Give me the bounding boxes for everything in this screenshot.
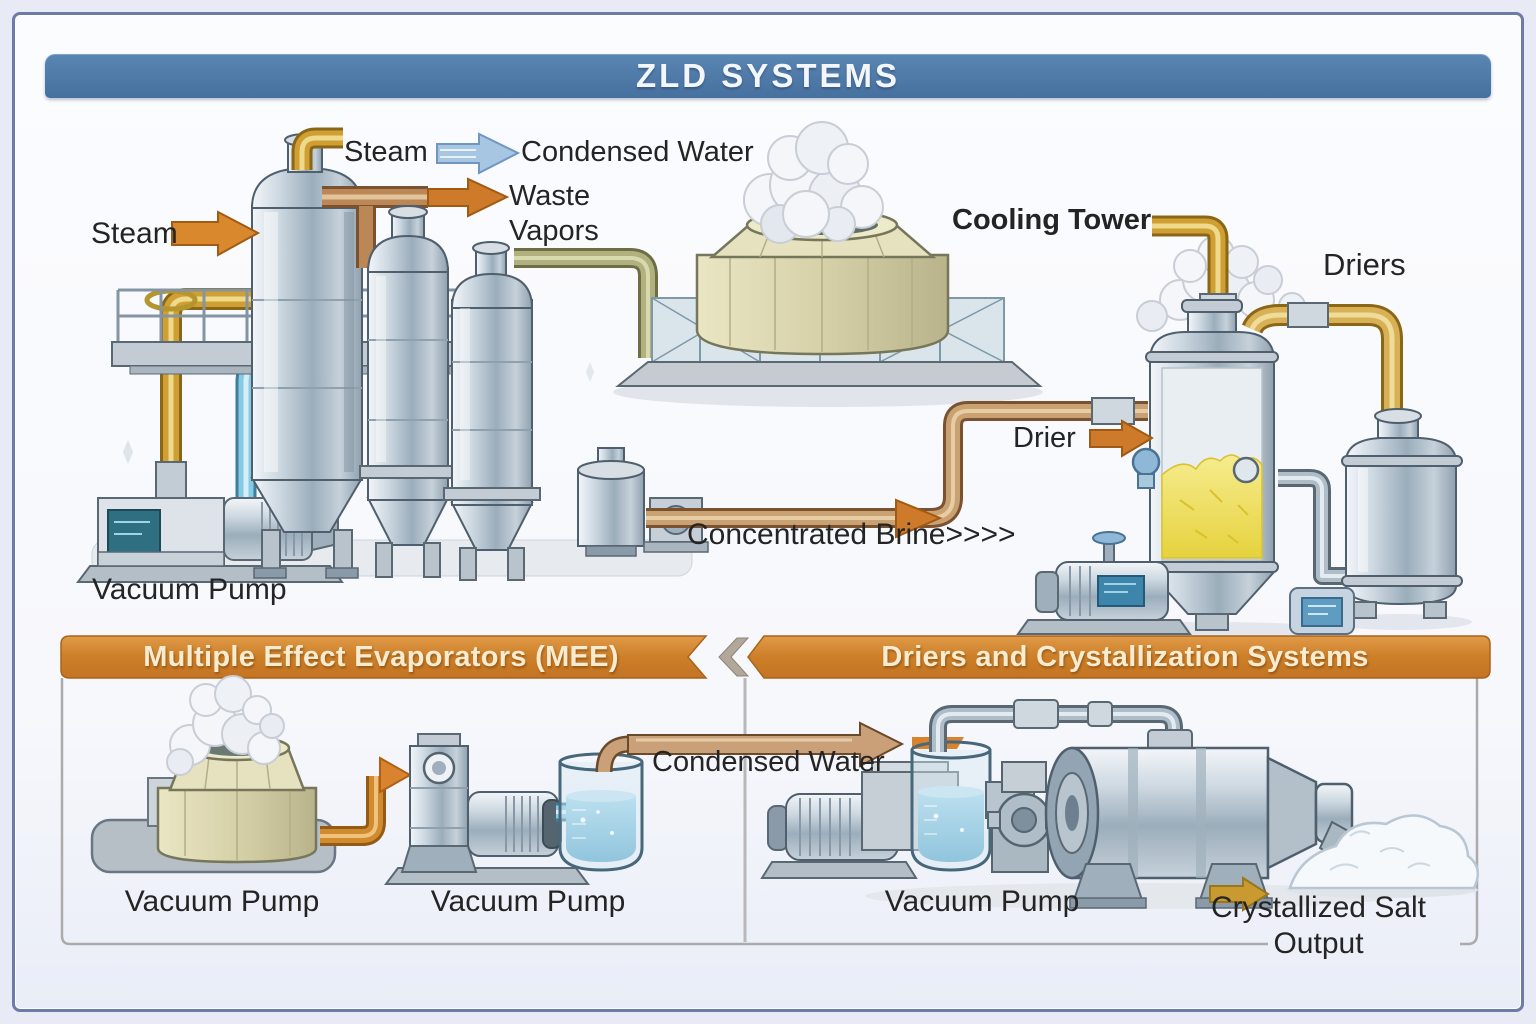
bl-cooling-tower — [90, 734, 337, 874]
drier-valve-icon — [1131, 447, 1161, 477]
waste-vapor-pipe — [322, 186, 428, 268]
evaporator-vessel-2 — [359, 205, 457, 578]
sparkle-icon — [123, 440, 133, 464]
label-condensed-water-bottom: Condensed Water — [652, 746, 885, 778]
sparkle-icon — [586, 362, 594, 382]
br-gear-pump — [985, 761, 1061, 873]
page-title: ZLD SYSTEMS — [635, 57, 901, 94]
label-vacuum-pump-main: Vacuum Pump — [92, 573, 287, 606]
pump-display — [107, 509, 161, 555]
steam-arrow-icon — [171, 210, 261, 257]
steam-cloud-drier — [1136, 235, 1306, 332]
label-condensed-water-top: Condensed Water — [521, 136, 754, 168]
label-steam-out: Steam — [344, 136, 428, 168]
bottom-box-outline — [60, 678, 1268, 946]
label-crystallized-salt: Crystallized Salt Output — [1210, 891, 1427, 960]
header-chevron-icon — [718, 637, 750, 677]
dcs-header-title: Driers and Crystallization Systems — [881, 640, 1369, 673]
vapor-pipe-olive — [514, 248, 658, 358]
label-drier: Drier — [1013, 422, 1076, 454]
secondary-blue-pump — [1289, 587, 1355, 635]
secondary-vessel-pipes — [1278, 469, 1352, 585]
condensed-water-arrow-icon — [436, 132, 521, 175]
evaporator-vessel-3 — [443, 241, 541, 581]
br-pipe — [929, 699, 1183, 756]
salt-crystals-fill — [1161, 454, 1263, 559]
label-waste-vapors: Waste Vapors — [509, 180, 599, 247]
drier-vessel — [1082, 299, 1342, 638]
drier-arrow-icon — [1089, 419, 1154, 458]
label-cooling-tower: Cooling Tower — [952, 204, 1152, 236]
label-steam-inlet: Steam — [91, 217, 178, 250]
bl-orange-pipe — [320, 776, 386, 846]
label-vacuum-pump-right: Vacuum Pump — [884, 885, 1080, 918]
drier-gold-pipe — [1241, 302, 1403, 418]
label-driers: Driers — [1323, 247, 1406, 282]
sight-glass-icon — [1232, 456, 1260, 484]
title-bar: ZLD SYSTEMS — [45, 54, 1491, 98]
steam-cloud-bl — [166, 675, 285, 776]
bl-beaker — [558, 752, 644, 872]
br-beaker — [910, 740, 992, 872]
bl-vacuum-pump — [384, 733, 590, 885]
dcs-header-bar — [747, 635, 1491, 679]
mee-header-title: Multiple Effect Evaporators (MEE) — [143, 640, 619, 673]
label-vacuum-pump-left: Vacuum Pump — [124, 885, 320, 918]
brine-arrow-icon — [895, 498, 943, 539]
condensed-water-arrow — [595, 721, 964, 773]
label-concentrated-brine: Concentrated Brine>>>> — [687, 518, 1016, 551]
brine-pipe — [646, 397, 1148, 528]
steam-out-pipe — [291, 127, 343, 170]
label-vacuum-pump-mid: Vacuum Pump — [430, 885, 626, 918]
secondary-vessel — [1328, 408, 1472, 630]
salt-output-arrow-icon — [1209, 876, 1270, 912]
mee-header-bar — [60, 635, 708, 679]
salt-pile — [1286, 814, 1480, 898]
bl-arrow-icon — [379, 756, 413, 794]
bottom-box-outline-right — [1460, 678, 1479, 946]
drier-vacuum-pump — [1016, 531, 1192, 635]
steam-cloud-tower — [743, 121, 884, 244]
waste-vapors-arrow-icon — [427, 177, 510, 218]
